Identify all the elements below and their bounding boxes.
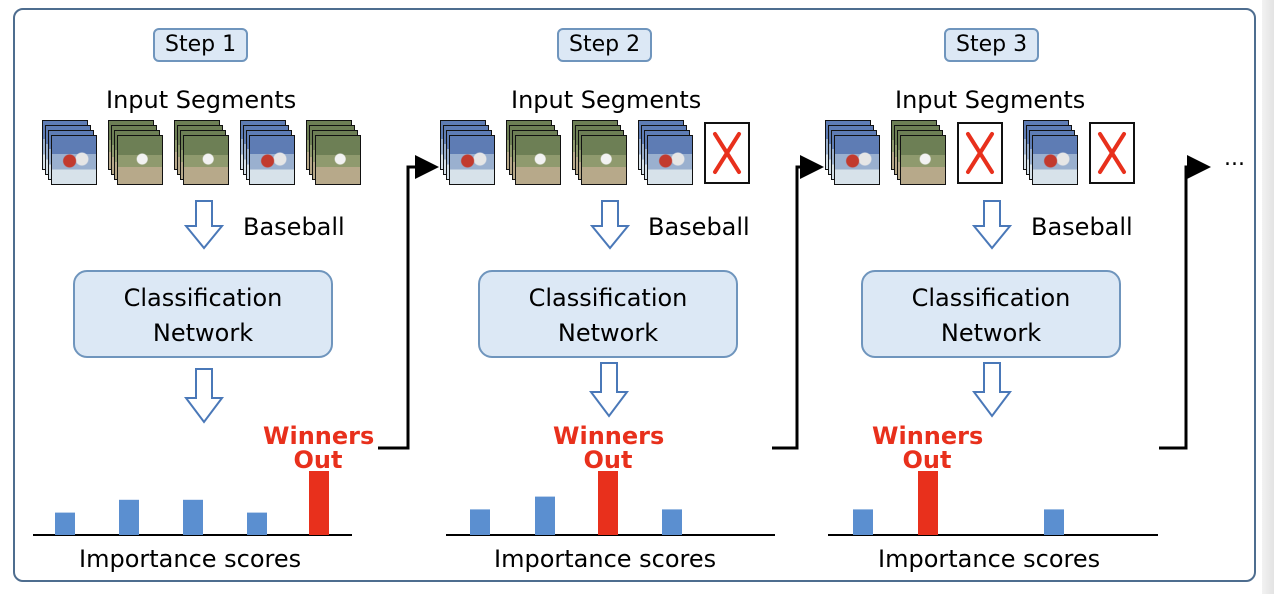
- importance-score-bar: [470, 509, 490, 535]
- removed-segment-x-icon: [704, 122, 750, 184]
- winners-out-label: Winners Out: [553, 422, 665, 474]
- connector-step2-to-step3: [772, 155, 824, 450]
- step-2-panel: Step 2 Input Segments Baseball Classific…: [0, 0, 775, 594]
- video-frame-thumbnail: [515, 135, 561, 185]
- video-segment-thumbnail-stack: [108, 120, 166, 190]
- input-segments-title: Input Segments: [895, 86, 1086, 114]
- step-1-panel: Step 1 Input Segments Baseball Classific…: [0, 0, 400, 594]
- importance-score-bar: [535, 496, 555, 535]
- winners-line1: Winners: [872, 422, 984, 450]
- network-label-line2: Network: [557, 319, 659, 347]
- removed-segment-x-icon: [1089, 122, 1135, 184]
- video-segment-thumbnail-stack: [306, 120, 364, 190]
- video-frame-thumbnail: [183, 135, 229, 185]
- down-arrow-icon: [972, 362, 1012, 418]
- importance-score-bar: [247, 512, 267, 535]
- video-segment-thumbnail-stack: [440, 120, 498, 190]
- importance-score-bar: [55, 512, 75, 535]
- network-label-line2: Network: [940, 319, 1042, 347]
- down-arrow-icon: [590, 200, 630, 250]
- page-edge-shadow: [1262, 0, 1274, 594]
- continuation-ellipsis: ...: [1224, 146, 1245, 171]
- step-badge: Step 2: [557, 28, 653, 62]
- classification-network-box: Classification Network: [73, 270, 333, 358]
- video-frame-thumbnail: [581, 135, 627, 185]
- video-frame-thumbnail: [449, 135, 495, 185]
- video-segment-thumbnail-stack: [42, 120, 100, 190]
- video-segment-thumbnail-stack: [638, 120, 696, 190]
- network-label-line1: Classification: [911, 284, 1071, 312]
- video-segment-thumbnail-stack: [572, 120, 630, 190]
- winners-line1: Winners: [263, 422, 375, 450]
- network-label-line1: Classification: [123, 284, 283, 312]
- network-label-line1: Classification: [528, 284, 688, 312]
- video-frame-thumbnail: [647, 135, 693, 185]
- down-arrow-icon: [589, 362, 629, 418]
- step-badge: Step 3: [944, 28, 1040, 62]
- winners-out-label: Winners Out: [263, 422, 375, 474]
- winners-line2: Out: [902, 446, 952, 474]
- class-label: Baseball: [648, 213, 750, 241]
- video-segment-thumbnail-stack: [825, 120, 883, 190]
- video-segment-thumbnail-stack: [1023, 120, 1081, 190]
- step-badge: Step 1: [153, 28, 249, 62]
- video-frame-thumbnail: [1032, 135, 1078, 185]
- video-segment-thumbnail-stack: [174, 120, 232, 190]
- input-segments-title: Input Segments: [106, 86, 297, 114]
- importance-scores-label: Importance scores: [494, 545, 717, 573]
- step-3-panel: Step 3 Input Segments Baseball Classific…: [0, 0, 1158, 594]
- video-frame-thumbnail: [249, 135, 295, 185]
- importance-score-bar: [1044, 509, 1064, 535]
- importance-scores-label: Importance scores: [79, 545, 302, 573]
- classification-network-box: Classification Network: [478, 270, 738, 358]
- network-label-line2: Network: [152, 319, 254, 347]
- winner-score-bar: [309, 471, 329, 535]
- winners-out-label: Winners Out: [872, 422, 984, 474]
- classification-network-box: Classification Network: [861, 270, 1121, 358]
- winners-line2: Out: [293, 446, 343, 474]
- importance-score-chart: [33, 471, 352, 536]
- class-label: Baseball: [243, 213, 345, 241]
- importance-score-bar: [853, 509, 873, 535]
- connector-step1-to-step2: [378, 155, 439, 450]
- winners-line1: Winners: [553, 422, 665, 450]
- video-segment-thumbnail-stack: [506, 120, 564, 190]
- winners-line2: Out: [583, 446, 633, 474]
- video-frame-thumbnail: [117, 135, 163, 185]
- video-frame-thumbnail: [51, 135, 97, 185]
- down-arrow-icon: [184, 200, 224, 250]
- class-label: Baseball: [1031, 213, 1133, 241]
- importance-score-chart: [446, 471, 775, 536]
- video-segment-thumbnail-stack: [891, 120, 949, 190]
- down-arrow-icon: [972, 200, 1012, 250]
- connector-step3-to-next: [1159, 155, 1211, 450]
- video-frame-thumbnail: [834, 135, 880, 185]
- down-arrow-icon: [184, 368, 224, 424]
- winner-score-bar: [918, 471, 938, 535]
- importance-score-bar: [119, 499, 139, 535]
- importance-score-bar: [183, 499, 203, 535]
- input-segments-title: Input Segments: [511, 86, 702, 114]
- video-frame-thumbnail: [900, 135, 946, 185]
- removed-segment-x-icon: [957, 122, 1003, 184]
- winner-score-bar: [598, 471, 618, 535]
- video-segment-thumbnail-stack: [240, 120, 298, 190]
- video-frame-thumbnail: [315, 135, 361, 185]
- importance-scores-label: Importance scores: [878, 545, 1101, 573]
- importance-score-bar: [662, 509, 682, 535]
